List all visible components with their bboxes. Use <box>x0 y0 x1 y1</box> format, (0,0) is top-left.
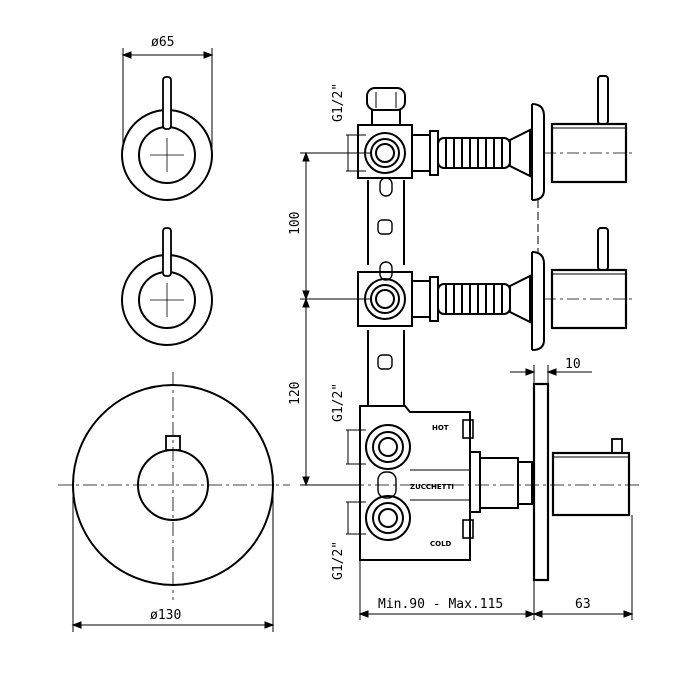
dimension-vertical-spacing <box>300 151 370 487</box>
valve-body-vertical <box>366 87 406 405</box>
dimension-diameter-65 <box>121 48 214 150</box>
drawing-panel <box>36 18 652 664</box>
label-spacing-120: 120 <box>288 382 303 405</box>
dimension-diameter-130 <box>71 492 275 632</box>
label-plate-thickness: 10 <box>565 357 581 372</box>
front-view-handle-top <box>121 76 213 201</box>
dimension-plate-thickness <box>510 365 592 384</box>
label-thread-top: G1/2" <box>331 83 346 122</box>
label-cold: COLD <box>430 540 452 548</box>
thermostatic-body <box>300 382 640 582</box>
label-diameter-65: ø65 <box>151 35 174 50</box>
label-diameter-130: ø130 <box>150 608 181 623</box>
thread-leaders <box>346 134 366 535</box>
front-view-thermostat-plate <box>58 372 290 600</box>
label-brand: ZUCCHETTI <box>410 483 454 491</box>
label-depth-63: 63 <box>575 597 591 612</box>
middle-connection <box>357 227 636 351</box>
label-thread-bottom: G1/2" <box>331 541 346 580</box>
label-body-depth: Min.90 - Max.115 <box>378 597 503 612</box>
label-thread-middle: G1/2" <box>331 383 346 422</box>
label-spacing-100: 100 <box>288 212 303 235</box>
dimension-depth-bottom <box>358 515 634 620</box>
upper-connection <box>357 75 636 201</box>
front-view-handle-middle <box>121 227 213 346</box>
label-hot: HOT <box>432 424 449 432</box>
